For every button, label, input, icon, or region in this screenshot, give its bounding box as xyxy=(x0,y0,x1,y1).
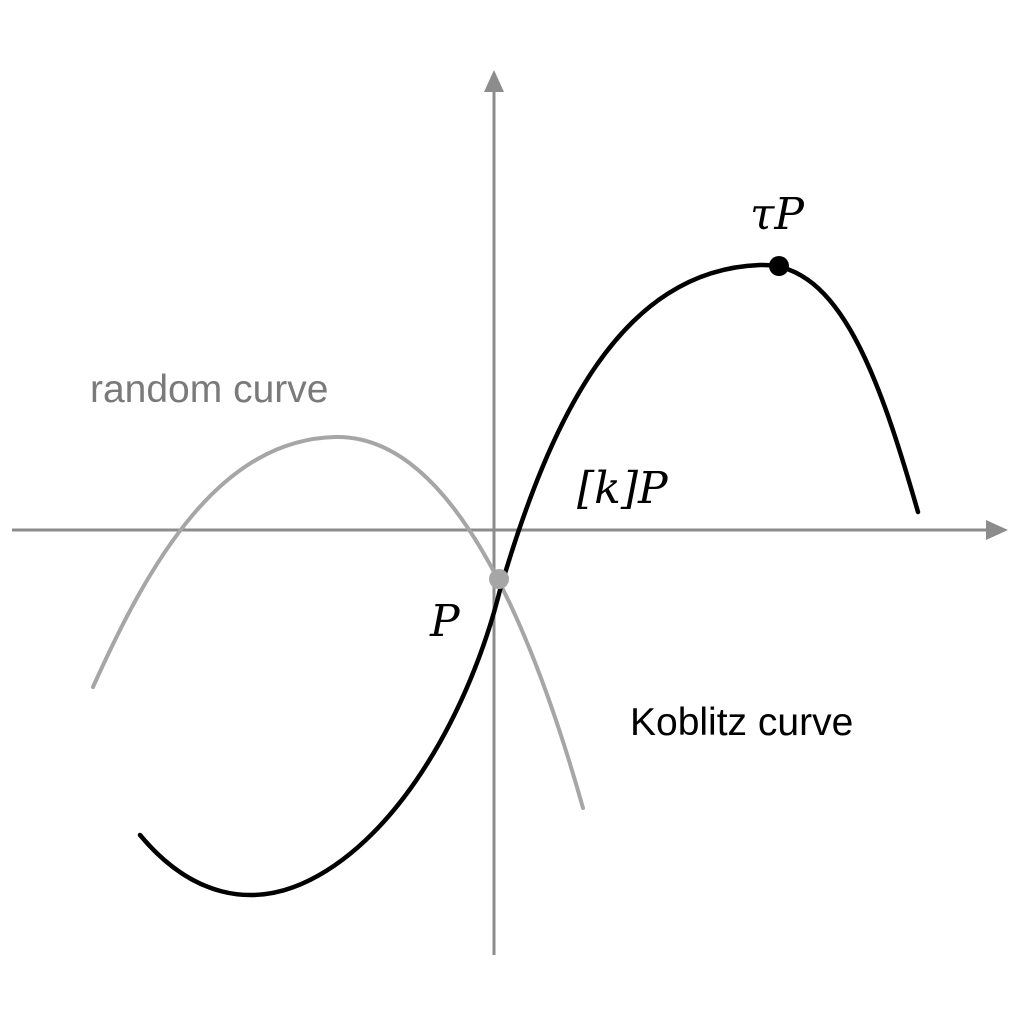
point-p-label: P xyxy=(429,596,461,647)
x-axis-arrowhead xyxy=(986,520,1008,540)
koblitz-curve xyxy=(137,262,921,898)
random-curve-label: random curve xyxy=(90,368,328,411)
random-curve xyxy=(91,434,585,810)
koblitz-curve-label: Koblitz curve xyxy=(630,701,853,744)
point-p-marker xyxy=(489,569,509,589)
y-axis-arrowhead xyxy=(484,70,504,92)
point-tau-p-marker xyxy=(769,256,789,276)
point-tau-p-label: τP xyxy=(750,189,805,240)
point-kp-label: [k]P xyxy=(577,463,669,514)
